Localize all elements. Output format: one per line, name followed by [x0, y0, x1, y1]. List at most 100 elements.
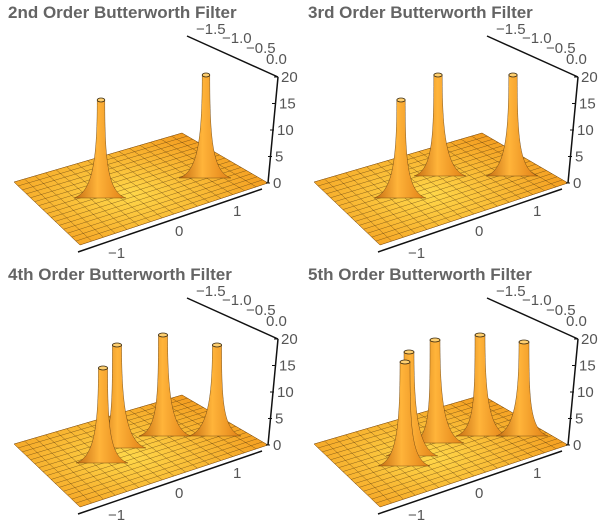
z-tick-label: 15: [579, 96, 596, 113]
peak-cap: [403, 349, 415, 355]
y-tick-label: −1.0: [522, 30, 552, 47]
mesh-line: [363, 432, 547, 492]
z-tick-label: 15: [279, 358, 296, 375]
y-axis-line: [486, 35, 579, 78]
peak-cap: [211, 342, 222, 348]
peak-cap: [508, 72, 518, 78]
y-axis-line: [186, 35, 279, 78]
peak-cap: [98, 365, 109, 371]
mesh-line: [118, 413, 198, 469]
plot-title: 2nd Order Butterworth Filter: [8, 3, 237, 22]
peak-cap: [433, 72, 443, 78]
z-tick-label: 10: [277, 122, 294, 139]
x-tick-label: 0: [175, 223, 183, 240]
x-tick-label: 0: [475, 223, 483, 240]
mesh-line: [67, 173, 252, 234]
z-tick-label: 5: [275, 411, 283, 428]
mesh-line: [359, 167, 542, 226]
y-tick-label: −1.5: [496, 21, 526, 38]
plot-panel-order-2: 2nd Order Butterworth Filter −1.5−1.0−0.…: [0, 0, 300, 262]
x-axis-line: [77, 450, 263, 515]
y-axis-line: [486, 297, 579, 340]
x-tick-label: −1: [108, 245, 125, 262]
mesh-line: [108, 154, 186, 211]
x-tick-label: 0: [175, 485, 183, 502]
mesh-line: [71, 438, 258, 500]
mesh-line: [367, 173, 552, 234]
y-tick-label: 0.0: [266, 313, 287, 330]
z-tick-label: 20: [581, 331, 598, 348]
z-tick-label: 5: [575, 411, 583, 428]
mesh-line: [371, 176, 558, 238]
mesh-line: [363, 170, 547, 230]
peak-cap: [429, 337, 441, 343]
y-tick-label: −1.5: [196, 283, 226, 300]
x-tick-label: 1: [233, 465, 241, 482]
plot-title: 3rd Order Butterworth Filter: [308, 3, 533, 22]
plot-title: 4th Order Butterworth Filter: [8, 265, 232, 284]
x-tick-label: 1: [533, 465, 541, 482]
z-tick-label: 20: [281, 331, 298, 348]
y-tick-label: −1.0: [222, 292, 252, 309]
x-tick-label: −1: [108, 507, 125, 524]
y-tick-label: −0.5: [246, 302, 276, 319]
x-axis-line: [377, 450, 563, 515]
mesh-line: [71, 176, 258, 238]
mesh-line: [367, 435, 552, 496]
mesh-line: [450, 141, 533, 195]
mesh-line: [139, 145, 222, 199]
z-tick-label: 10: [277, 384, 294, 401]
plot-panel-order-4: 4th Order Butterworth Filter −1.5−1.0−0.…: [0, 262, 300, 524]
y-tick-label: −0.5: [546, 302, 576, 319]
z-tick-label: 5: [275, 149, 283, 166]
y-tick-label: 0.0: [266, 51, 287, 68]
peak-cap: [201, 72, 211, 78]
y-tick-label: 0.0: [566, 313, 587, 330]
mesh-line: [79, 182, 269, 246]
mesh-line: [481, 132, 569, 184]
mesh-line: [379, 444, 569, 508]
x-axis-line: [377, 188, 563, 253]
plot-panel-order-3: 3rd Order Butterworth Filter −1.5−1.0−0.…: [300, 0, 600, 262]
peak-cap: [399, 359, 411, 365]
y-tick-label: −0.5: [246, 40, 276, 57]
mesh-line: [439, 145, 522, 199]
peak-cap: [112, 342, 123, 348]
x-tick-label: −1: [408, 507, 425, 524]
mesh-line: [181, 132, 269, 184]
surface-plot: −1.5−1.0−0.50.0 0 5 10 15 20 −1 0 1: [313, 21, 598, 262]
z-tick-label: 20: [581, 69, 598, 86]
mesh-line: [371, 438, 558, 500]
plot-panel-order-5: 5th Order Butterworth Filter −1.5−1.0−0.…: [300, 262, 600, 524]
peak-cap: [474, 332, 486, 338]
x-axis-line: [77, 188, 263, 253]
mesh-line: [346, 157, 526, 214]
y-tick-label: −1.5: [496, 283, 526, 300]
x-tick-label: −1: [408, 245, 425, 262]
y-tick-label: 0.0: [566, 51, 587, 68]
mesh-line: [67, 435, 252, 496]
y-tick-label: −0.5: [546, 40, 576, 57]
y-tick-label: −1.5: [196, 21, 226, 38]
mesh-line: [379, 182, 569, 246]
y-tick-label: −1.0: [522, 292, 552, 309]
z-tick-label: 10: [577, 384, 594, 401]
mesh-line: [359, 429, 542, 488]
mesh-line: [63, 170, 247, 230]
z-tick-label: 0: [573, 437, 581, 454]
mesh-line: [375, 179, 563, 242]
mesh-line: [118, 151, 198, 207]
z-tick-label: 5: [575, 149, 583, 166]
z-tick-label: 0: [573, 175, 581, 192]
mesh-line: [408, 154, 486, 211]
y-tick-label: −1.0: [222, 30, 252, 47]
x-tick-label: 1: [533, 203, 541, 220]
z-tick-label: 10: [577, 122, 594, 139]
mesh-line: [129, 410, 210, 465]
x-tick-label: 1: [233, 203, 241, 220]
y-axis-line: [186, 297, 279, 340]
